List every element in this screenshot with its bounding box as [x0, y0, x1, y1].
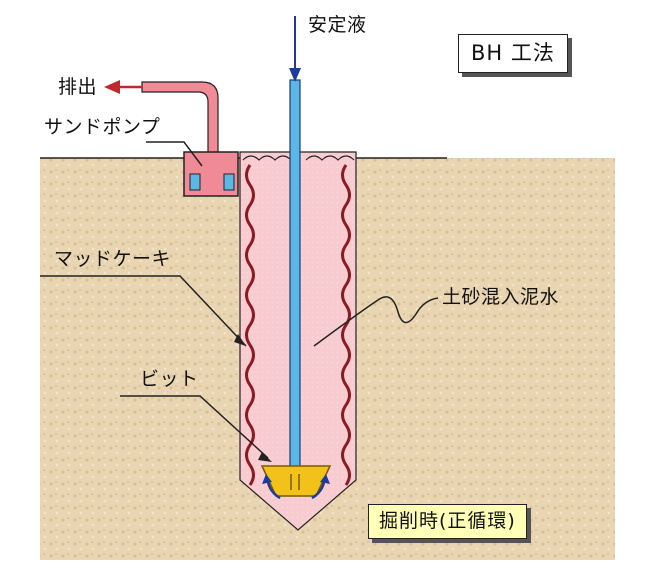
bit-leader [120, 395, 269, 459]
circulation-arrow-icon [311, 481, 326, 500]
sand-pump-leader [146, 141, 203, 167]
mud-cake-right [341, 164, 351, 486]
drill-rod [289, 79, 301, 477]
bit-leader-arrowhead [258, 452, 272, 462]
circulation-arrow-icon [266, 481, 281, 500]
discharge-pipe [141, 81, 219, 159]
mud-cake-label: マッドケーキ [54, 248, 172, 270]
slurry-label: 土砂混入泥水 [442, 286, 560, 308]
down-arrow-icon [289, 68, 301, 82]
mud-cake-leader-arrowhead [234, 334, 246, 346]
slurry-leader [313, 296, 439, 347]
circulation-arrow-head [262, 474, 272, 484]
left-arrow-icon [104, 80, 120, 94]
method-title: BH 工法 [458, 34, 568, 73]
stabilizing-fluid-label: 安定液 [308, 14, 367, 36]
bit-label: ビット [140, 368, 199, 390]
sand-pump-inlet-right [223, 173, 235, 191]
phase-label: 掘削時(正循環) [368, 504, 527, 539]
circulation-arrow-head [320, 474, 330, 484]
mud-cake-left [245, 164, 255, 486]
sand-pump-inlet-left [189, 173, 201, 191]
discharge-label: 排出 [58, 76, 98, 98]
mud-cake-leader [40, 275, 247, 347]
slurry-surface [242, 155, 355, 161]
sand-pump-label: サンドポンプ [44, 116, 161, 138]
